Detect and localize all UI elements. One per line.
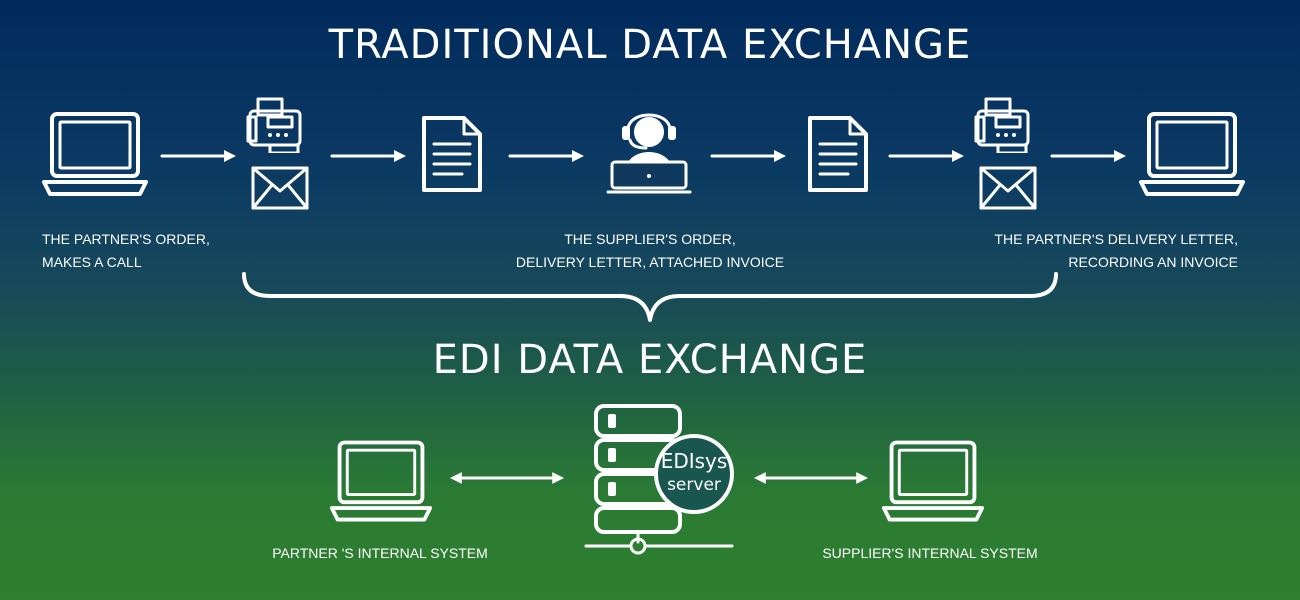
right-arrow-icon: [1050, 148, 1130, 164]
caption-line: THE SUPPLIER'S ORDER,: [564, 231, 736, 247]
caption-line: THE PARTNER'S DELIVERY LETTER,: [994, 231, 1238, 247]
envelope-icon: [978, 165, 1038, 211]
caption-line: MAKES A CALL: [42, 254, 142, 270]
double-arrow-icon: [448, 470, 566, 486]
document-icon: [806, 114, 870, 194]
double-arrow-icon: [752, 470, 870, 486]
envelope-icon: [250, 165, 310, 211]
caption-line: PARTNER 'S INTERNAL SYSTEM: [272, 545, 488, 561]
right-arrow-icon: [330, 148, 410, 164]
right-arrow-icon: [710, 148, 790, 164]
laptop-icon: [40, 110, 150, 200]
caption-line: DELIVERY LETTER, ATTACHED INVOICE: [515, 254, 785, 270]
document-icon: [420, 114, 484, 194]
curly-brace-icon: [240, 270, 1060, 324]
laptop-icon: [328, 438, 434, 526]
right-arrow-icon: [508, 148, 588, 164]
caption-partner-order: THE PARTNER'S ORDER, MAKES A CALL: [42, 228, 210, 274]
caption-partner-delivery: THE PARTNER'S DELIVERY LETTER, RECORDING…: [994, 228, 1238, 274]
call-center-operator-icon: [606, 100, 692, 200]
fax-icon: [974, 97, 1038, 153]
title-edi-data-exchange: EDI DATA EXCHANGE: [432, 337, 868, 383]
laptop-icon: [1137, 110, 1247, 200]
title-traditional-data-exchange: TRADITIONAL DATA EXCHANGE: [328, 22, 972, 68]
server-label-line2: server: [667, 475, 721, 495]
right-arrow-icon: [160, 148, 240, 164]
server-icon: EDIsys server: [580, 402, 740, 555]
caption-line: RECORDING AN INVOICE: [1068, 254, 1238, 270]
laptop-icon: [880, 438, 986, 526]
caption-supplier-order: THE SUPPLIER'S ORDER, DELIVERY LETTER, A…: [460, 228, 840, 274]
caption-line: THE PARTNER'S ORDER,: [42, 231, 210, 247]
caption-partner-internal-system: PARTNER 'S INTERNAL SYSTEM: [230, 542, 530, 565]
server-label-line1: EDIsys: [661, 449, 728, 473]
right-arrow-icon: [888, 148, 968, 164]
fax-icon: [246, 97, 310, 153]
caption-supplier-internal-system: SUPPLIER'S INTERNAL SYSTEM: [780, 542, 1080, 565]
caption-line: SUPPLIER'S INTERNAL SYSTEM: [822, 545, 1038, 561]
